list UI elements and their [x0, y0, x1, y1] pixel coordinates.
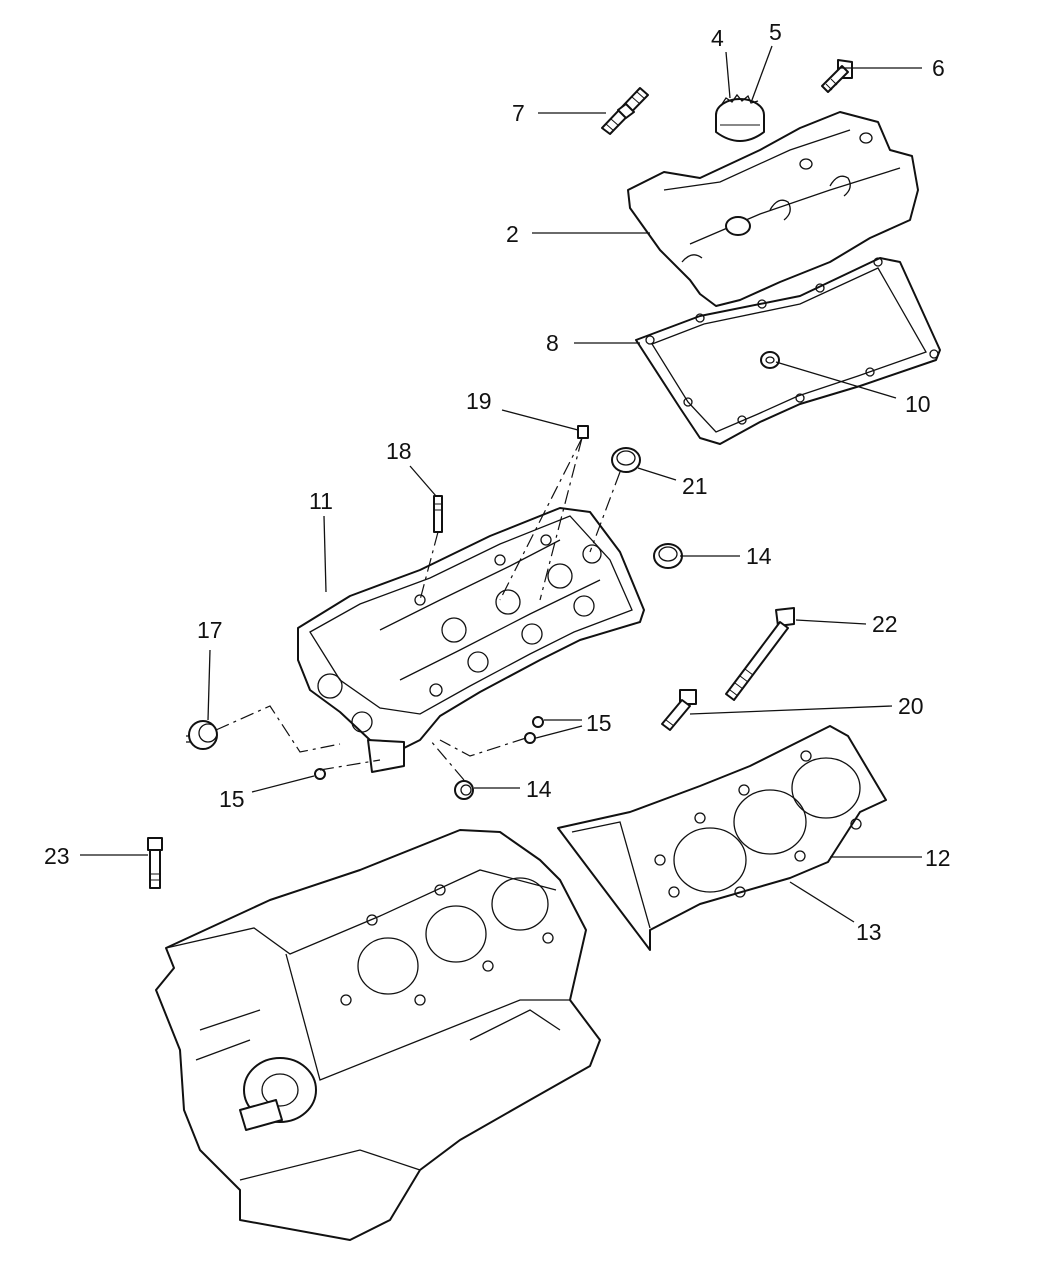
cup-plug-21	[611, 447, 641, 473]
callout-2: 2	[506, 221, 519, 247]
head-gasket-12	[557, 725, 887, 951]
head-bolt-22	[725, 607, 795, 701]
grommet-10	[760, 351, 780, 369]
oil-cap-4	[715, 93, 765, 142]
bolt-6	[821, 59, 853, 93]
callout-10: 10	[905, 391, 931, 417]
callout-7: 7	[512, 100, 525, 126]
engine-block	[155, 829, 601, 1241]
callout-19: 19	[466, 388, 492, 414]
stud-23	[147, 837, 163, 889]
callout-11: 11	[309, 488, 333, 514]
cup-plug-14-lower	[454, 780, 474, 800]
cover-gasket-8	[635, 257, 941, 445]
callout-18: 18	[386, 438, 412, 464]
callout-5: 5	[769, 19, 782, 45]
leader-lines	[80, 45, 922, 923]
cup-plug-14-upper	[653, 543, 683, 569]
callout-15-right: 15	[586, 710, 612, 736]
bolt-20	[661, 689, 697, 731]
callout-4: 4	[711, 25, 724, 51]
o-rings-15	[314, 716, 544, 780]
callout-14-upper: 14	[746, 543, 772, 569]
callout-12: 12	[925, 845, 951, 871]
callout-labels: 2 4 5 6 7 8 10 11 12 13 14 14 15 15 17 1…	[44, 19, 951, 945]
callout-17: 17	[197, 617, 223, 643]
callout-13: 13	[856, 919, 882, 945]
stud-7	[601, 87, 649, 135]
callout-8: 8	[546, 330, 559, 356]
stud-18	[433, 495, 443, 533]
callout-6: 6	[932, 55, 945, 81]
cylinder-head-11	[297, 507, 645, 773]
plug-17	[186, 720, 218, 750]
alignment-dashes	[215, 437, 621, 781]
cylinder-head-cover-2	[627, 111, 919, 307]
callout-15-left: 15	[219, 786, 245, 812]
plug-19	[577, 425, 589, 439]
callout-14-lower: 14	[526, 776, 552, 802]
callout-20: 20	[898, 693, 924, 719]
callout-23: 23	[44, 843, 70, 869]
callout-21: 21	[682, 473, 708, 499]
callout-22: 22	[872, 611, 898, 637]
